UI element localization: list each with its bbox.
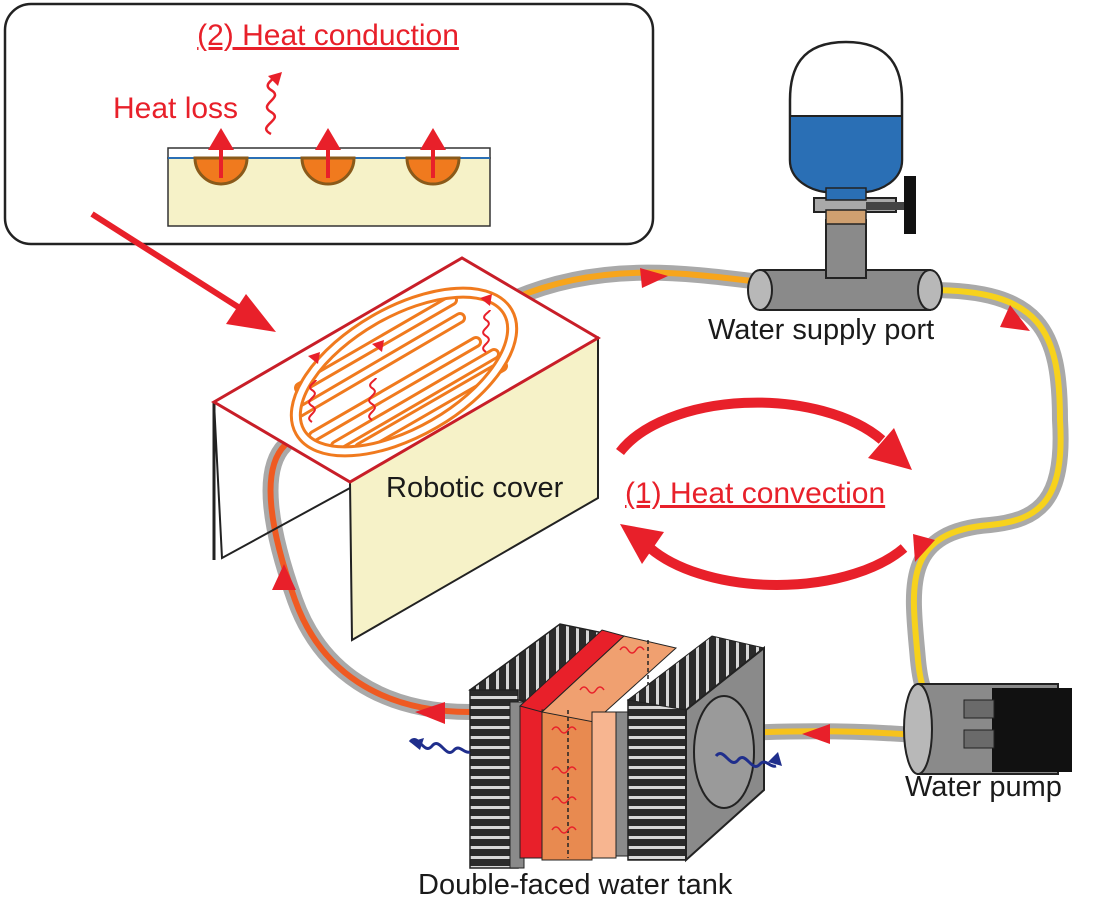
flow-arrow-icon (913, 534, 935, 562)
heat-loss-wave-arrowhead-icon (268, 72, 282, 86)
cover-heat-arrowhead-icon (372, 340, 384, 352)
heat-conduction-label: (2) Heat conduction (197, 19, 459, 52)
tank-heat-waves (551, 646, 645, 834)
pointer-arrowhead-icon (226, 294, 276, 332)
tee-stem (825, 219, 867, 279)
flow-arrow-icon (1000, 305, 1030, 331)
valve-stem (866, 202, 908, 210)
heat-convection-loop: (1) Heat convection (616, 397, 912, 590)
tank-water-layer (541, 709, 593, 861)
convection-arrowhead-icon (868, 428, 912, 470)
up-arrow-icon (208, 128, 234, 150)
water-supply-port: Water supply port (708, 40, 943, 346)
water-tank-label: Double-faced water tank (418, 869, 733, 901)
tank-hot-layer (519, 705, 543, 859)
heat-loss-wave-icon (264, 73, 279, 136)
heat-conduction-inset: (2) Heat conduction Heat loss (3, 2, 655, 246)
convection-arrowhead-icon (620, 524, 664, 564)
bottle-water (789, 115, 903, 193)
robotic-cover: Robotic cover (211, 256, 601, 642)
inset-pointer-arrow (90, 211, 276, 332)
tank-right-fins-front (627, 699, 687, 861)
cover-left-leg (213, 401, 351, 560)
flow-arrow-icon (640, 268, 668, 288)
flow-arrows (272, 268, 1030, 744)
water-pump-label: Water pump (905, 771, 1062, 803)
heat-convection-label: (1) Heat convection (625, 477, 885, 510)
right-heat-dissipation-wave-icon (714, 752, 777, 768)
cover-heat-arrowhead-icon (480, 294, 492, 306)
cover-top-face (211, 256, 601, 484)
up-arrow-icon (420, 128, 446, 150)
water-supply-port-label: Water supply port (708, 314, 934, 346)
flow-arrow-icon (272, 564, 296, 590)
flow-arrow-icon (415, 702, 445, 724)
inset-frame (3, 2, 655, 246)
bottle-neck (825, 187, 867, 201)
robotic-cover-label: Robotic cover (386, 472, 564, 504)
cover-heat-waves (308, 309, 491, 423)
up-arrow-icon (315, 128, 341, 150)
water-tank: Double-faced water tank (408, 623, 782, 901)
convection-arc-bottom (646, 544, 908, 590)
heat-loss-label: Heat loss (113, 92, 238, 125)
tank-inner-layer (591, 711, 617, 859)
water-pump: Water pump (903, 683, 1072, 803)
convection-arc-top (616, 397, 886, 456)
conduction-arrows (208, 128, 446, 178)
flow-arrow-icon (802, 724, 830, 744)
pipe-loop (262, 264, 1069, 743)
pump-motor (992, 688, 1072, 772)
valve-handle (904, 176, 916, 234)
cover-heat-arrowhead-icon (308, 352, 320, 364)
